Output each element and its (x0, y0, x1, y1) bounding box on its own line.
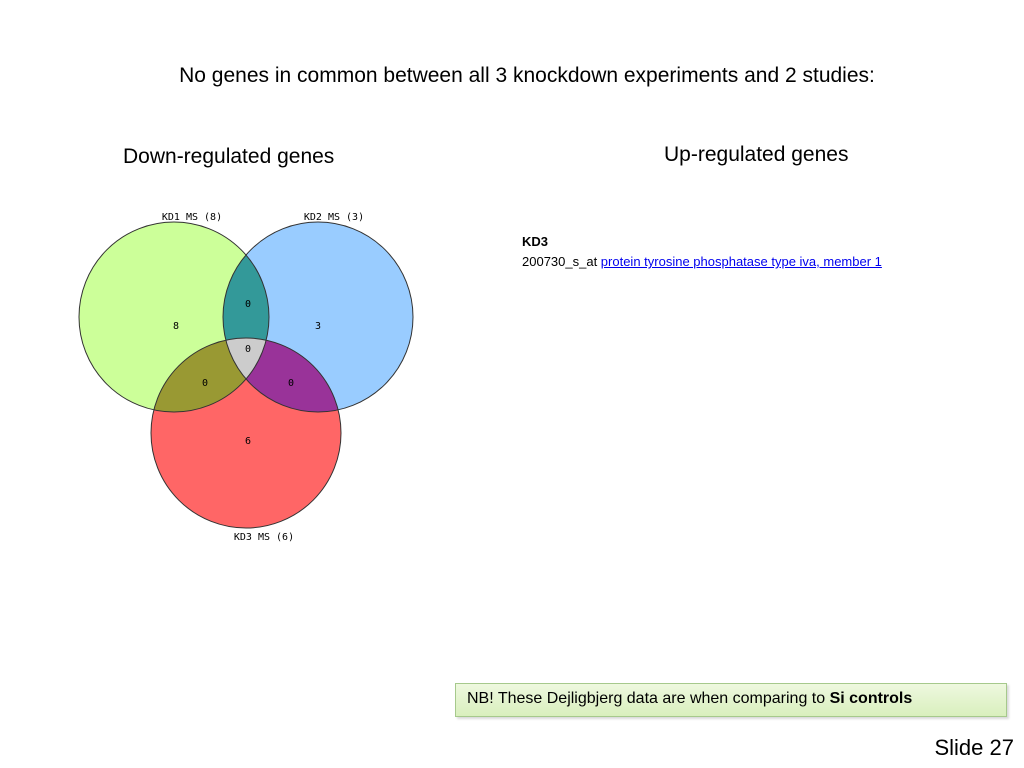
venn-overlap-kd2-kd3 (223, 338, 341, 412)
venn-count-kd1-only: 8 (173, 321, 179, 332)
slide-number: Slide 27 (934, 735, 1014, 760)
note-bold-text: Si controls (829, 690, 913, 707)
venn-count-kd2-only: 3 (315, 321, 321, 332)
gene-group-label: KD3 (522, 234, 549, 249)
up-regulated-gene-list: KD3 200730_s_at protein tyrosine phospha… (522, 232, 882, 272)
venn-count-kd1-kd2: 0 (245, 299, 251, 310)
up-regulated-heading: Up-regulated genes (664, 143, 849, 166)
note-box: NB! These Dejligbjerg data are when comp… (455, 683, 1007, 717)
gene-row: 200730_s_at protein tyrosine phosphatase… (522, 252, 882, 272)
gene-link[interactable]: protein tyrosine phosphatase type iva, m… (600, 254, 882, 269)
venn-count-kd1-kd3: 0 (202, 378, 208, 389)
venn-count-kd3-only: 6 (245, 436, 251, 447)
venn-count-all: 0 (245, 344, 251, 355)
venn-label-kd2: KD2 MS (3) (304, 212, 364, 223)
venn-label-kd1: KD1 MS (8) (162, 212, 222, 223)
venn-count-kd2-kd3: 0 (288, 378, 294, 389)
probe-id: 200730_s_at (522, 254, 601, 269)
note-text: NB! These Dejligbjerg data are when comp… (467, 690, 830, 707)
venn-label-kd3: KD3 MS (6) (234, 532, 294, 543)
down-regulated-heading: Down-regulated genes (123, 145, 335, 168)
venn-overlap-kd1-kd3 (151, 338, 269, 412)
slide-title: No genes in common between all 3 knockdo… (179, 64, 875, 87)
